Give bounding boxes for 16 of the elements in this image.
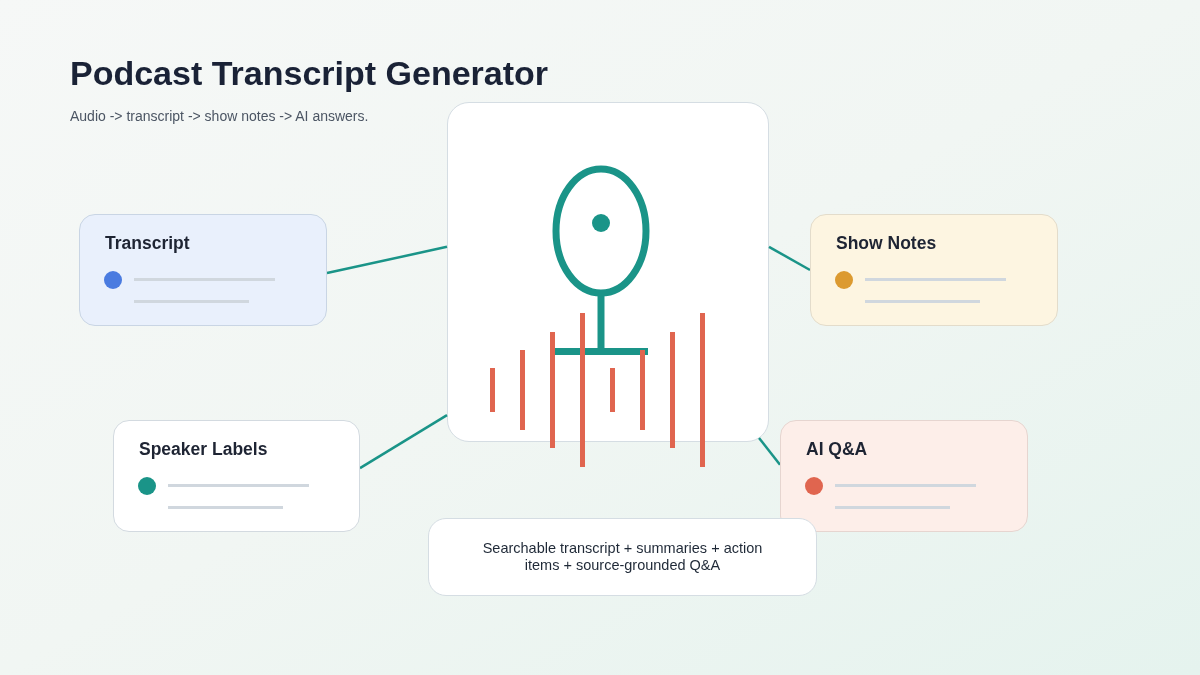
feature-card bbox=[79, 214, 327, 326]
feature-card bbox=[780, 420, 1028, 532]
feature-card bbox=[810, 214, 1058, 326]
connector-line bbox=[326, 245, 448, 275]
feature-card bbox=[113, 420, 360, 532]
title: Podcast Transcript Generator bbox=[70, 53, 549, 93]
card-title: Speaker Labels bbox=[139, 438, 268, 460]
connector-line bbox=[359, 414, 448, 470]
card-title: AI Q&A bbox=[806, 438, 868, 460]
summary-box bbox=[428, 518, 817, 596]
summary-text: Searchable transcript + summaries + action items + source-grounded Q&A bbox=[481, 540, 764, 574]
card-title: Show Notes bbox=[836, 232, 937, 254]
subtitle: Audio -> transcript -> show notes -> AI answers. bbox=[70, 108, 369, 125]
connector-line bbox=[758, 437, 781, 466]
connector-line bbox=[768, 245, 811, 272]
card-title: Transcript bbox=[105, 232, 190, 254]
